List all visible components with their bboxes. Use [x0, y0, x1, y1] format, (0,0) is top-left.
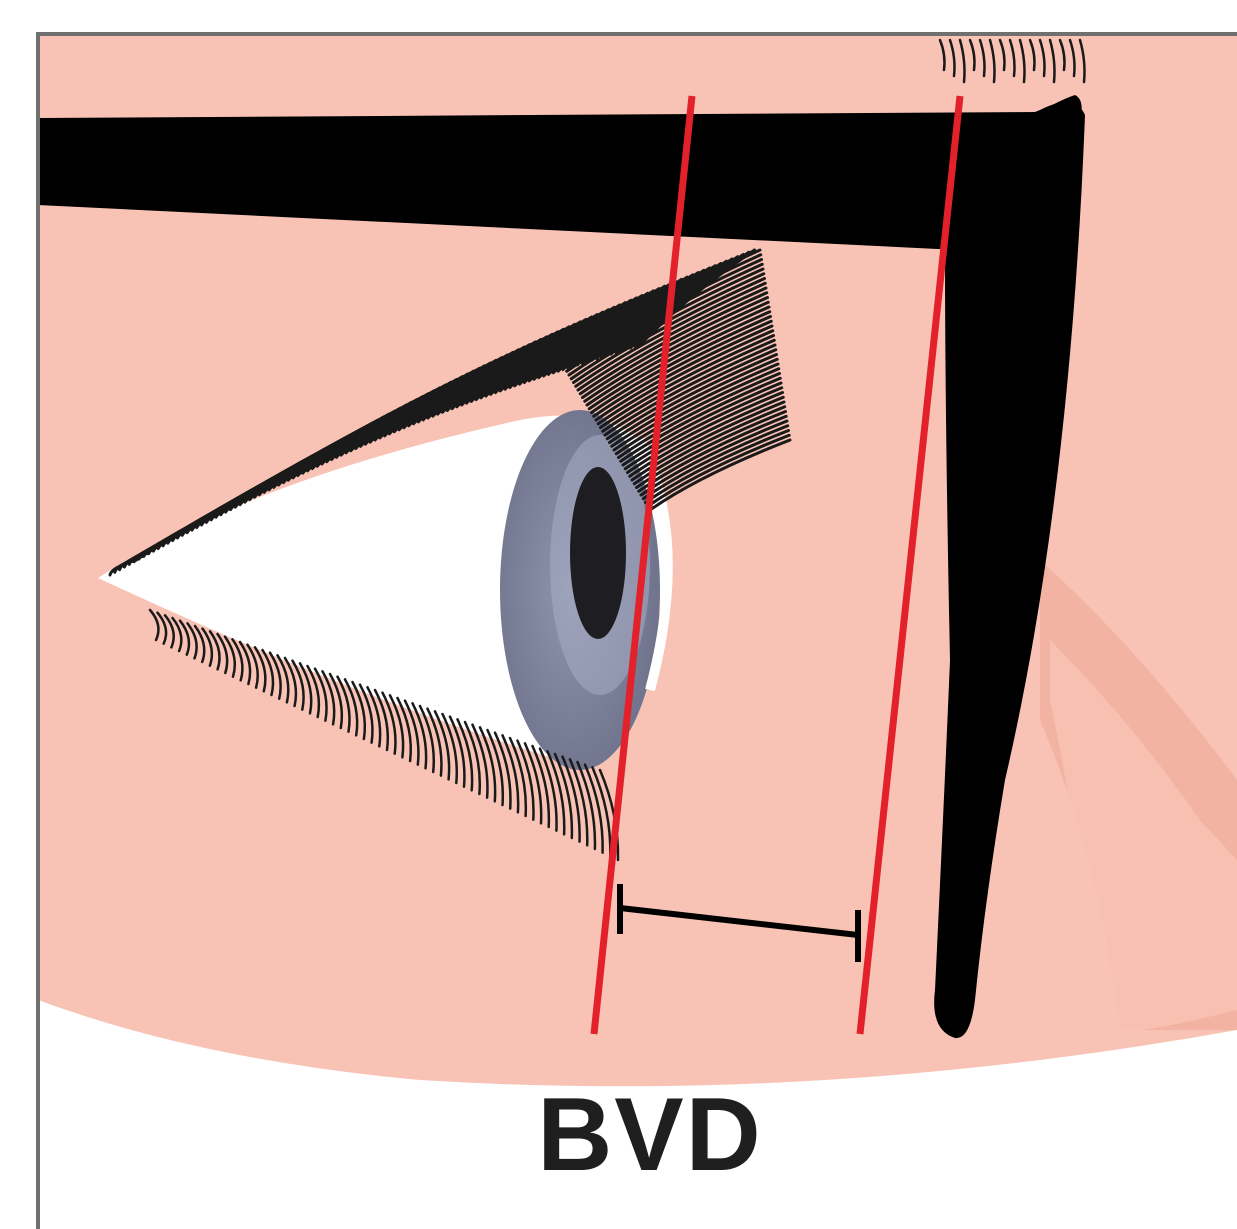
pupil: [570, 467, 626, 639]
bvd-label: BVD: [440, 1080, 860, 1190]
